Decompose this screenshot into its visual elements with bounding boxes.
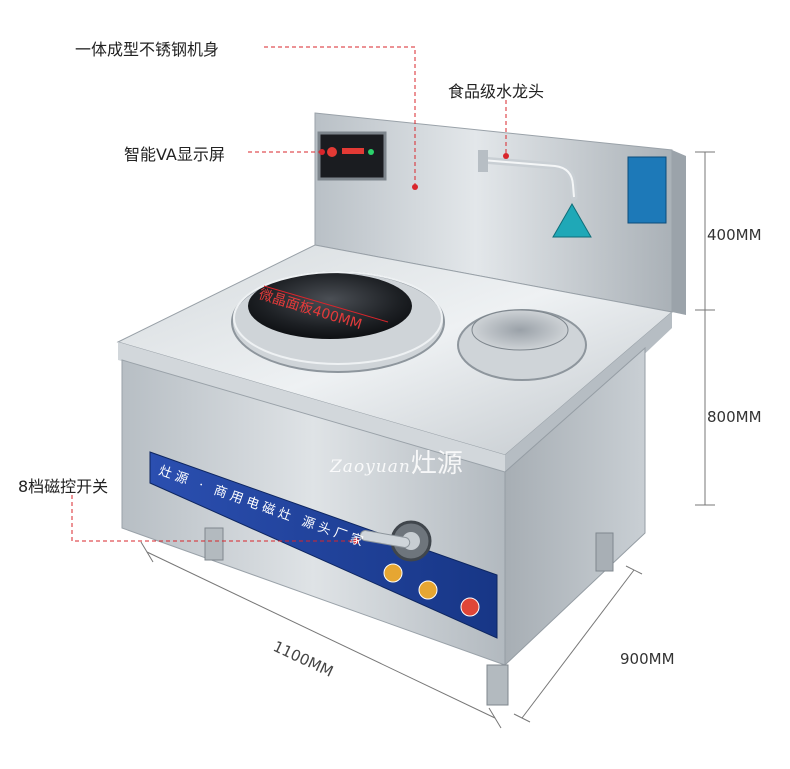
info-sticker xyxy=(627,156,667,224)
display-led-green xyxy=(368,149,374,155)
control-lever xyxy=(359,530,411,548)
watermark-chinese: 灶源 xyxy=(410,449,463,479)
pot-bowl xyxy=(471,309,569,351)
band-logo-1 xyxy=(383,563,403,583)
callout-dot-switch xyxy=(353,538,359,544)
leg-front-left xyxy=(204,527,224,561)
dim-width xyxy=(146,551,496,719)
worktop-rim xyxy=(118,342,505,472)
watermark-latin: Zaoyuan xyxy=(330,457,411,477)
worktop-rim-right xyxy=(505,312,672,472)
callout-lines xyxy=(71,46,507,542)
faucet-highlight xyxy=(481,159,575,198)
callout-line-body xyxy=(264,46,416,187)
band-logo-2 xyxy=(418,580,438,600)
display-readout xyxy=(342,148,364,154)
dim-width-tick-right xyxy=(488,707,502,729)
callout-line-switch xyxy=(71,495,356,542)
back-panel-edge xyxy=(672,150,686,315)
dim-depth-tick-top xyxy=(625,565,643,575)
dim-depth xyxy=(521,569,635,719)
wok-bowl xyxy=(248,273,412,339)
wok-rim-top xyxy=(233,271,443,365)
faucet-base xyxy=(478,150,488,172)
display-screen xyxy=(317,131,387,181)
dimension-lines xyxy=(140,151,715,729)
callout-dot-faucet xyxy=(503,153,509,159)
dim-depth-label: 900MM xyxy=(620,650,675,668)
leg-back-right xyxy=(595,532,614,572)
dim-height-back-label: 400MM xyxy=(707,226,762,244)
callout-dot-display xyxy=(319,149,325,155)
side-face xyxy=(504,346,646,667)
dim-width-tick-left xyxy=(140,541,154,563)
display-digit-red xyxy=(327,147,337,157)
warning-triangle-icon xyxy=(552,202,592,238)
callout-body-label: 一体成型不锈钢机身 xyxy=(75,40,220,59)
watermark: Zaoyuan灶源 xyxy=(330,443,463,480)
band-logo-3 xyxy=(460,597,480,617)
callout-switch-label: 8档磁控开关 xyxy=(18,477,109,496)
callout-faucet-label: 食品级水龙头 xyxy=(448,82,545,101)
panel-diameter-line xyxy=(263,285,389,323)
callout-display-label: 智能VA显示屏 xyxy=(124,145,225,164)
dim-depth-tick-bottom xyxy=(513,713,531,723)
leg-front-right xyxy=(486,664,509,706)
dim-height-body-label: 800MM xyxy=(707,408,762,426)
callout-dot-body xyxy=(412,184,418,190)
width-label: 1100MM xyxy=(270,637,336,680)
